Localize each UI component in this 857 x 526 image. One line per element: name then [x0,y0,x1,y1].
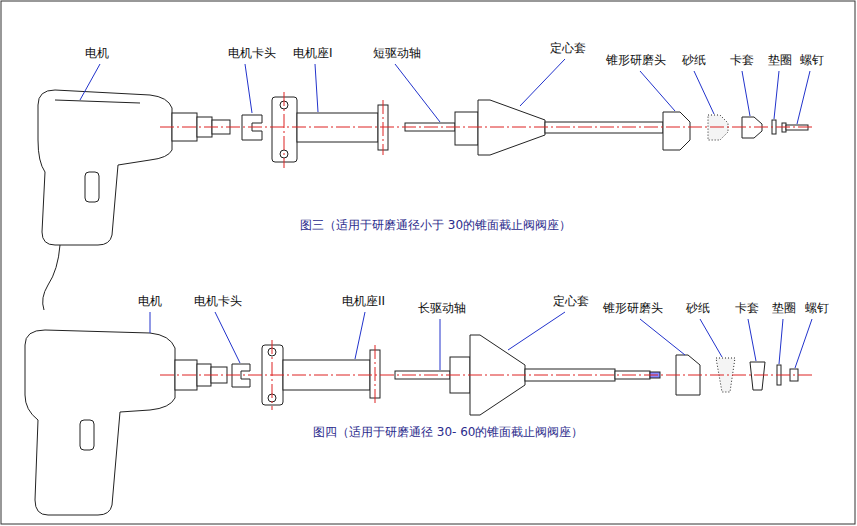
leader-line [700,319,722,357]
leader-line [742,71,750,116]
part-label: 电机座II [342,294,385,309]
leader-line [315,64,318,112]
center-line [272,340,273,410]
part-label: 螺钉 [800,53,824,68]
top-assembly [38,90,808,310]
drill-body [38,90,172,245]
leader-line [520,59,565,106]
center-line [284,92,285,168]
leader-line [215,312,240,363]
leader-lines [80,59,812,370]
grinding-head [663,112,690,150]
leader-line [797,71,810,124]
leader-line [508,312,565,350]
body-line [55,100,140,103]
part-label: 螺钉 [805,301,829,316]
part-label: 长驱动轴 [418,301,466,316]
leader-line [774,71,779,119]
center-lines [160,92,815,410]
center-line [160,127,815,128]
part-label: 定心套 [550,41,586,56]
part-label: 短驱动轴 [373,46,421,61]
center-line [160,375,815,376]
figure-caption: 图三（适用于研磨通径小于 30的锥面截止阀阀座） [300,218,571,233]
part-label: 卡套 [735,301,759,316]
leader-line [795,319,812,368]
part-label: 垫圈 [768,53,792,68]
collar [455,112,478,145]
center-line [375,345,376,403]
part-label: 垫圈 [772,301,796,316]
part-label: 电机 [85,46,109,61]
figure-caption: 图四（适用于研磨通径 30- 60的锥面截止阀阀座） [313,425,584,440]
center-line [383,100,384,155]
part-label: 定心套 [553,294,589,309]
trigger [85,172,99,202]
drill-body [25,330,175,515]
trigger [80,420,94,450]
part-label: 电机卡头 [194,294,242,309]
leader-line [640,319,685,355]
part-label: 卡套 [730,53,754,68]
leader-line [694,71,714,114]
seat-flange [272,97,297,162]
leader-line [440,319,441,370]
leader-line [245,64,252,113]
leader-line [150,312,151,333]
bottom-assembly [25,330,798,515]
leader-line [355,312,365,359]
part-label: 砂纸 [686,301,710,316]
leader-line [779,319,783,364]
part-label: 电机卡头 [228,46,276,61]
leader-line [395,64,440,122]
part-label: 锥形研磨头 [606,53,666,68]
part-label: 电机 [138,294,162,309]
cord [43,245,60,310]
part-label: 电机座I [293,46,333,61]
leader-line [748,319,756,361]
clamp-sleeve [750,362,765,390]
part-label: 锥形研磨头 [603,301,663,316]
part-label: 砂纸 [682,53,706,68]
leader-line [640,71,675,111]
leader-line [80,64,100,100]
